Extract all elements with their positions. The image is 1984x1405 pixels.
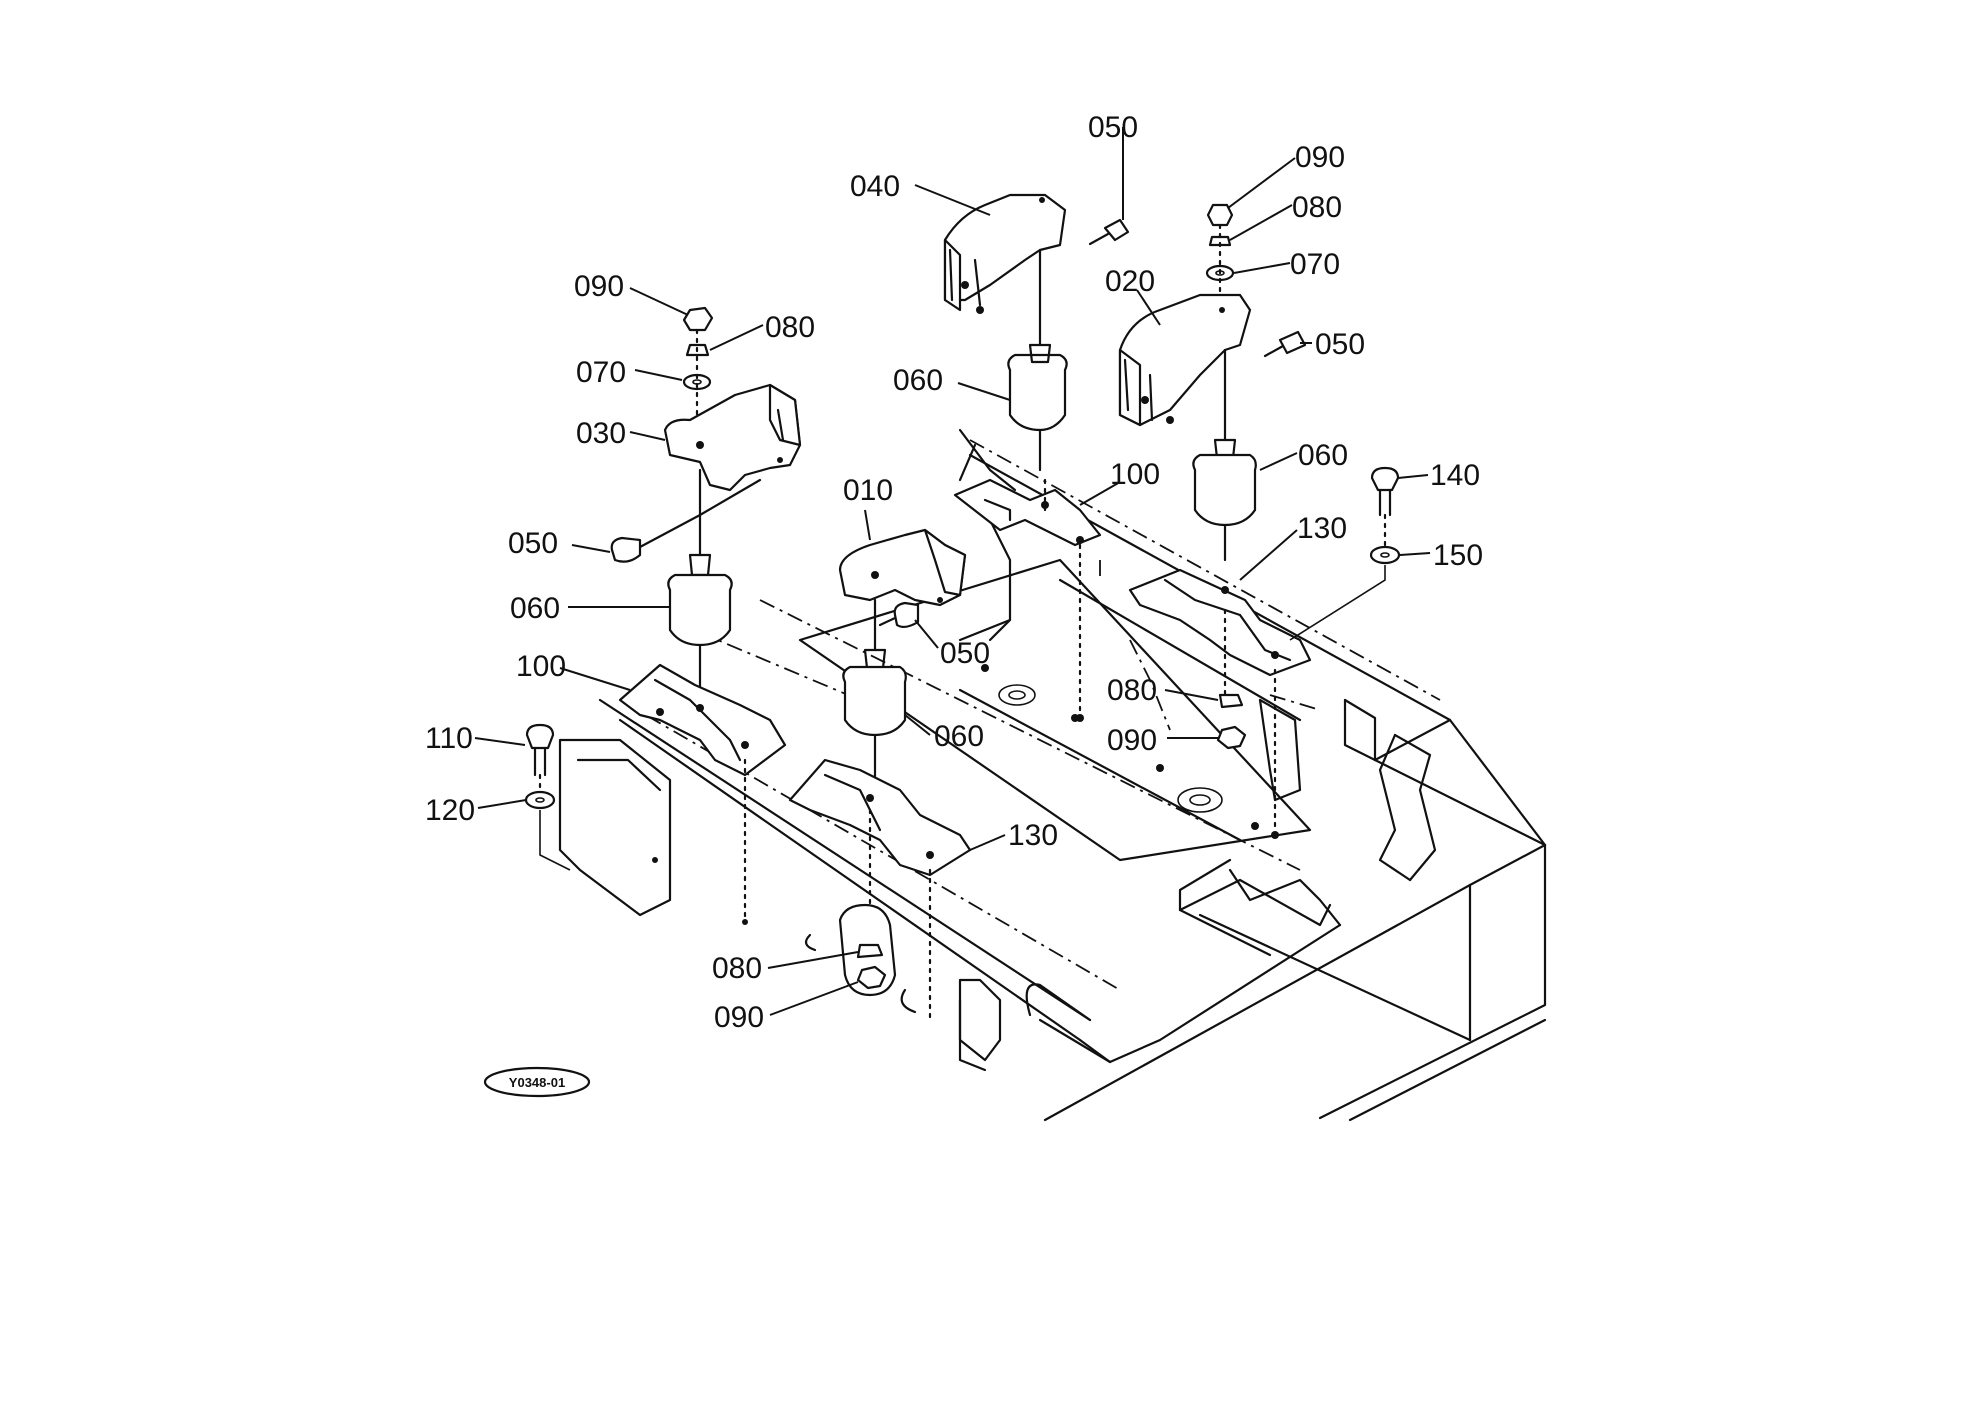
callout-080-left: 080 xyxy=(765,311,815,344)
callout-150: 150 xyxy=(1433,539,1483,572)
figure-code-label: Y0348-01 xyxy=(509,1075,565,1090)
callout-090-right: 090 xyxy=(1295,141,1345,174)
callout-090-left: 090 xyxy=(574,270,624,303)
callout-100-right: 100 xyxy=(1110,458,1160,491)
callout-130-right: 130 xyxy=(1297,512,1347,545)
mount-assembly-center xyxy=(943,193,1130,722)
callout-060-right: 060 xyxy=(1298,439,1348,472)
leader-lines xyxy=(474,127,1431,1016)
callout-030: 030 xyxy=(576,417,626,450)
callout-040: 040 xyxy=(850,170,900,203)
callout-050-top: 050 xyxy=(1088,111,1138,144)
callout-080-right: 080 xyxy=(1292,191,1342,224)
callout-070-left: 070 xyxy=(576,356,626,389)
callout-010: 010 xyxy=(843,474,893,507)
callout-060-mid: 060 xyxy=(934,720,984,753)
callout-140: 140 xyxy=(1430,459,1480,492)
callout-130-left: 130 xyxy=(1008,819,1058,852)
callout-020: 020 xyxy=(1105,265,1155,298)
callout-050-left: 050 xyxy=(508,527,558,560)
callout-100-left: 100 xyxy=(516,650,566,683)
chassis-frame xyxy=(558,428,1547,1122)
mount-assembly-left xyxy=(524,306,802,925)
callout-050-right: 050 xyxy=(1315,328,1365,361)
mount-assembly-right xyxy=(1118,203,1401,839)
figure-code-badge: Y0348-01 xyxy=(483,1066,591,1098)
callout-120: 120 xyxy=(425,794,475,827)
mount-assembly-middle xyxy=(788,528,972,1022)
callout-labels: 050 040 090 080 070 020 050 060 060 100 … xyxy=(425,111,1483,1034)
callout-110: 110 xyxy=(425,722,473,755)
callout-060-left: 060 xyxy=(510,592,560,625)
callout-090-mid: 090 xyxy=(1107,724,1157,757)
callout-070-right: 070 xyxy=(1290,248,1340,281)
callout-080-mid: 080 xyxy=(1107,674,1157,707)
callout-090-bottom: 090 xyxy=(714,1001,764,1034)
callout-050-mid: 050 xyxy=(940,637,990,670)
callout-080-bottom: 080 xyxy=(712,952,762,985)
callout-060-top: 060 xyxy=(893,364,943,397)
